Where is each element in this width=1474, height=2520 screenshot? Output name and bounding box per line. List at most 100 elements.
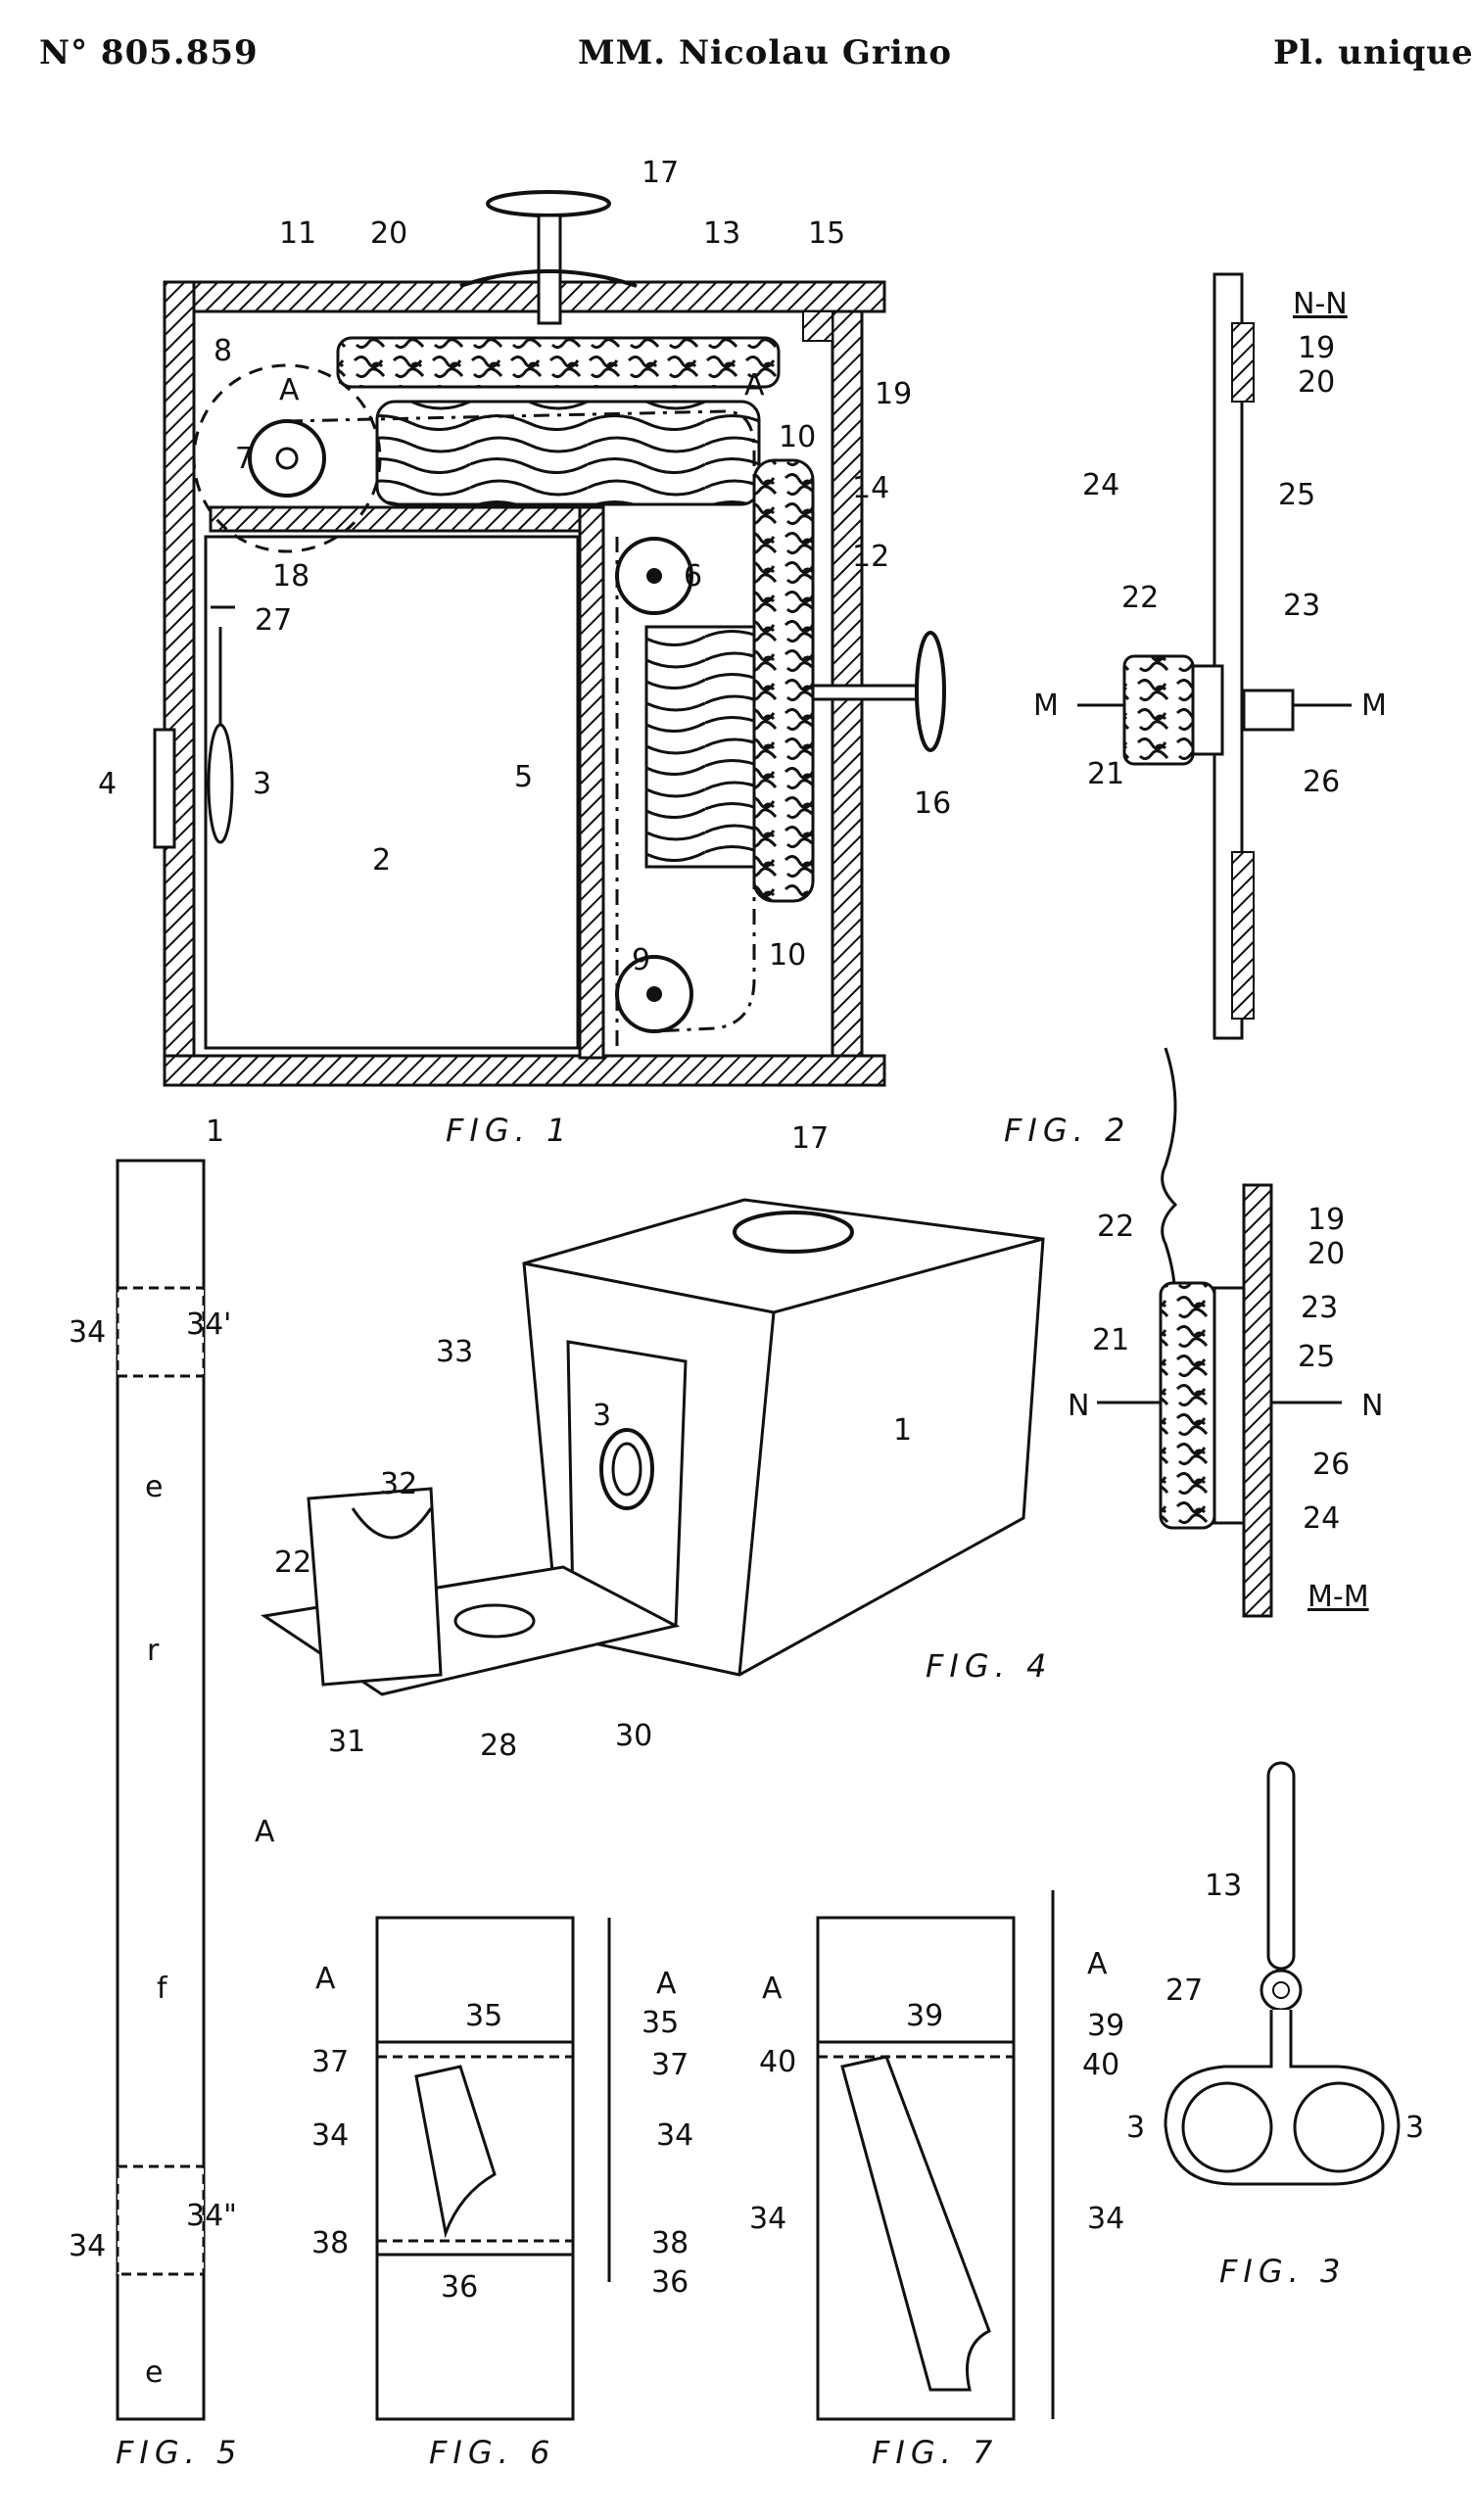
fig5-label: r bbox=[147, 1634, 160, 1668]
fig1-label: 20 bbox=[370, 216, 407, 251]
fig2-label: N bbox=[1068, 1389, 1089, 1423]
fig5-label: 34" bbox=[186, 2199, 237, 2233]
fig3-label: 13 bbox=[1205, 1869, 1242, 1903]
fig7-label: 40 bbox=[759, 2045, 796, 2079]
fig6-label: A bbox=[315, 1962, 336, 1996]
fig1-label: 8 bbox=[214, 334, 232, 368]
fig2-label: 23 bbox=[1301, 1291, 1338, 1325]
fig4-label: 17 bbox=[791, 1121, 829, 1156]
fig1-label: A bbox=[279, 373, 300, 407]
fig6-label: 37 bbox=[311, 2045, 349, 2079]
fig1-label: 7 bbox=[235, 442, 254, 476]
fig3-label: 3 bbox=[1405, 2111, 1424, 2145]
fig4-label: 31 bbox=[328, 1725, 365, 1759]
fig6-label: 38 bbox=[651, 2226, 689, 2260]
fig2-label: 24 bbox=[1303, 1501, 1340, 1536]
fig1-label: 27 bbox=[255, 603, 292, 638]
fig1-label: 13 bbox=[703, 216, 740, 251]
fig1-label: 11 bbox=[279, 216, 316, 251]
fig2-label: 21 bbox=[1087, 757, 1124, 791]
fig7-label: 39 bbox=[1087, 2009, 1124, 2043]
fig2-label: 26 bbox=[1303, 765, 1340, 799]
fig5-label: 34 bbox=[69, 1315, 106, 1350]
fig7-drawing bbox=[818, 1890, 1053, 2419]
fig6-label: 37 bbox=[651, 2048, 689, 2082]
fig1-label: 1 bbox=[206, 1115, 224, 1149]
fig2-label: 19 bbox=[1308, 1203, 1345, 1237]
fig7-label: 34 bbox=[1087, 2202, 1124, 2236]
fig4-label: 22 bbox=[274, 1545, 311, 1580]
fig2-label: 24 bbox=[1082, 468, 1119, 502]
fig5-label: A bbox=[255, 1815, 275, 1849]
fig1-label: A bbox=[744, 368, 765, 403]
fig1-label: 6 bbox=[684, 559, 702, 594]
fig4-caption: FIG. 4 bbox=[926, 1647, 1052, 1685]
fig1-label: 12 bbox=[852, 540, 889, 574]
fig4-label: 3 bbox=[593, 1399, 611, 1433]
fig4-label: 30 bbox=[615, 1719, 652, 1753]
fig6-label: A bbox=[656, 1967, 677, 2001]
fig4-drawing bbox=[264, 1200, 1043, 1694]
fig3-caption: FIG. 3 bbox=[1219, 2253, 1346, 2290]
fig1-label: 16 bbox=[914, 786, 951, 821]
fig2-caption: FIG. 2 bbox=[1004, 1112, 1130, 1149]
fig6-label: 36 bbox=[441, 2270, 478, 2305]
fig1-caption: FIG. 1 bbox=[446, 1112, 572, 1149]
fig2-label: N bbox=[1361, 1389, 1383, 1423]
fig1-label: 4 bbox=[98, 767, 117, 801]
fig5-caption: FIG. 5 bbox=[116, 2434, 242, 2471]
fig4-label: 1 bbox=[893, 1413, 912, 1448]
fig1-label: 5 bbox=[514, 760, 533, 794]
fig7-label: 39 bbox=[906, 1999, 943, 2033]
fig2-label: 25 bbox=[1278, 478, 1315, 512]
fig6-label: 34 bbox=[311, 2118, 349, 2153]
fig2-label: 22 bbox=[1121, 581, 1159, 615]
fig1-label: 19 bbox=[875, 377, 912, 411]
fig1-label: 18 bbox=[272, 559, 309, 594]
fig7-label: A bbox=[762, 1972, 783, 2006]
fig2-label: 19 bbox=[1298, 331, 1335, 365]
fig6-label: 34 bbox=[656, 2118, 693, 2153]
fig2-label: M bbox=[1361, 689, 1387, 723]
fig1-label: 14 bbox=[852, 471, 889, 505]
fig4-label: 28 bbox=[480, 1729, 517, 1763]
fig6-label: 38 bbox=[311, 2226, 349, 2260]
fig5-label: f bbox=[157, 1972, 168, 2006]
fig2-label: 20 bbox=[1308, 1237, 1345, 1271]
fig4-label: 32 bbox=[380, 1467, 417, 1501]
fig2-label: 22 bbox=[1097, 1210, 1134, 1244]
fig7-label: A bbox=[1087, 1947, 1108, 1981]
fig1-label: 15 bbox=[808, 216, 845, 251]
fig1-label: 10 bbox=[779, 420, 816, 454]
fig4-label: 33 bbox=[436, 1335, 473, 1369]
fig1-label: 3 bbox=[253, 767, 271, 801]
fig1-label: 10 bbox=[769, 938, 806, 973]
fig5-label: 34 bbox=[69, 2229, 106, 2263]
fig2-section-bottom: M-M bbox=[1308, 1580, 1369, 1614]
fig1-label: 17 bbox=[642, 156, 679, 190]
fig7-label: 40 bbox=[1082, 2048, 1119, 2082]
fig2-label: 25 bbox=[1298, 1340, 1335, 1374]
fig7-label: 34 bbox=[749, 2202, 786, 2236]
fig1-label: 2 bbox=[372, 843, 391, 878]
fig1-label: 9 bbox=[632, 943, 650, 977]
fig6-label: 35 bbox=[465, 1999, 502, 2033]
fig1-drawing bbox=[155, 192, 944, 1085]
fig2-section-top: N-N bbox=[1293, 287, 1348, 321]
fig5-label: e bbox=[145, 2355, 163, 2390]
fig2-label: M bbox=[1033, 689, 1059, 723]
fig2-label: 20 bbox=[1298, 365, 1335, 400]
fig5-label: e bbox=[145, 1470, 163, 1504]
fig2-label: 26 bbox=[1312, 1448, 1350, 1482]
fig6-label: 35 bbox=[642, 2006, 679, 2040]
fig6-label: 36 bbox=[651, 2265, 689, 2300]
fig3-label: 3 bbox=[1126, 2111, 1145, 2145]
fig5-label: 34' bbox=[186, 1308, 231, 1342]
fig6-drawing bbox=[377, 1918, 609, 2419]
fig2-label: 23 bbox=[1283, 589, 1320, 623]
fig2-label: 21 bbox=[1092, 1323, 1129, 1357]
fig7-caption: FIG. 7 bbox=[872, 2434, 998, 2471]
fig6-caption: FIG. 6 bbox=[429, 2434, 555, 2471]
fig3-label: 27 bbox=[1165, 1973, 1203, 2008]
